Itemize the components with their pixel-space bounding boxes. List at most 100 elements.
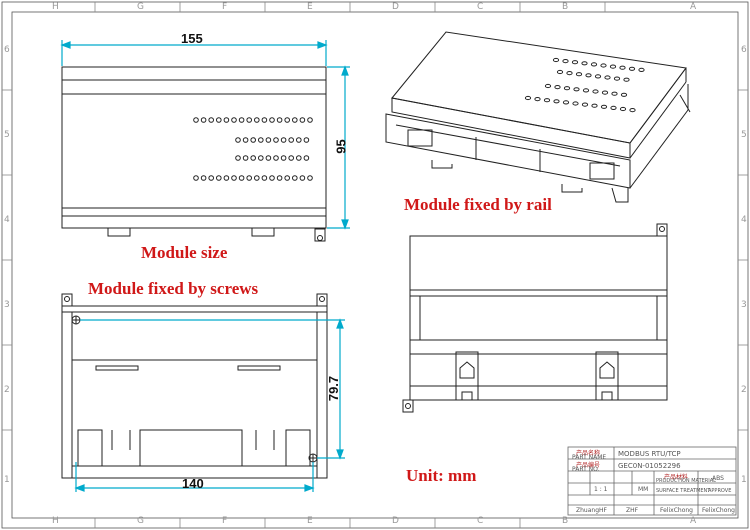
led-hole <box>235 155 241 161</box>
iso-led-hole <box>563 86 571 91</box>
tb-check: FelixChong <box>660 507 693 514</box>
iso-led-hole <box>600 63 607 68</box>
iso-led-hole <box>638 67 645 73</box>
led-hole <box>303 137 310 143</box>
dimension-79-7: 79.7 <box>326 375 342 402</box>
caption-module-size: Module size <box>141 243 228 262</box>
grid-label-row: 4 <box>741 215 747 225</box>
led-hole <box>276 175 283 181</box>
grid-label-col: C <box>477 2 484 12</box>
iso-led-hole <box>619 65 626 70</box>
led-hole <box>280 137 287 143</box>
grid-label-col: D <box>392 2 399 12</box>
caption-fixed-by-rail: Module fixed by rail <box>404 195 552 214</box>
grid-label-row: 1 <box>4 475 10 485</box>
led-hole <box>261 175 268 181</box>
led-indicator-grid <box>193 117 313 181</box>
iso-led-hole <box>552 57 560 63</box>
led-hole <box>238 175 245 181</box>
grid-label-col: C <box>477 516 484 526</box>
led-hole <box>216 117 222 123</box>
led-hole <box>292 175 298 181</box>
grid-label-col: D <box>392 516 399 526</box>
iso-led-hole <box>610 105 617 111</box>
led-hole <box>284 117 291 123</box>
iso-led-hole <box>592 89 599 94</box>
iso-led-hole <box>556 69 564 75</box>
iso-led-hole <box>604 75 611 80</box>
grid-label-row: 3 <box>4 300 10 310</box>
led-hole <box>242 137 249 143</box>
led-hole <box>261 117 268 123</box>
grid-label-col: G <box>137 516 144 526</box>
led-hole <box>280 155 287 161</box>
dimension-95: 95 <box>333 139 349 154</box>
iso-led-hole <box>591 103 598 108</box>
iso-led-hole <box>600 104 608 109</box>
grid-label-row: 5 <box>741 130 747 140</box>
iso-led-hole <box>623 77 630 82</box>
led-hole <box>235 137 241 143</box>
iso-led-hole <box>620 92 628 97</box>
dimension-155: 155 <box>181 31 203 46</box>
iso-led-hole <box>524 95 532 101</box>
grid-label-col: A <box>690 516 697 526</box>
iso-led-grid <box>524 57 645 113</box>
iso-led-hole <box>601 90 609 95</box>
iso-led-hole <box>590 62 598 67</box>
led-hole <box>307 117 313 123</box>
front-view <box>61 66 327 242</box>
led-hole <box>200 117 207 123</box>
grid-label-col: E <box>307 516 313 526</box>
grid-label-col: E <box>307 2 313 12</box>
tb-approve-sub: APPROVE <box>708 488 732 494</box>
iso-led-hole <box>585 73 592 78</box>
tb-material: ABS <box>712 475 724 482</box>
led-hole <box>250 137 256 143</box>
led-hole <box>216 175 222 181</box>
tb-approve: FelixChong <box>702 507 735 514</box>
tb-part-name-label: 产品名称 <box>576 450 601 457</box>
iso-led-hole <box>582 88 590 93</box>
tb-material-label: 产品材料 <box>664 474 689 481</box>
grid-label-row: 4 <box>4 215 10 225</box>
grid-label-row: 2 <box>741 385 747 395</box>
led-hole <box>223 117 230 123</box>
led-hole <box>288 137 295 143</box>
tb-part-no-label: 产品编号 <box>576 462 601 469</box>
screw-dimensions <box>74 318 345 492</box>
iso-led-hole <box>619 106 627 112</box>
caption-unit: Unit: mm <box>406 466 477 485</box>
iso-led-hole <box>609 64 617 69</box>
grid-label-row: 2 <box>4 385 10 395</box>
led-hole <box>208 175 214 181</box>
iso-led-hole <box>544 83 552 89</box>
iso-led-hole <box>571 60 579 65</box>
led-hole <box>223 175 230 181</box>
iso-led-hole <box>534 97 541 102</box>
iso-led-hole <box>629 108 636 113</box>
front-dimensions <box>60 40 350 230</box>
grid-label-col: F <box>222 2 228 12</box>
led-hole <box>208 117 214 123</box>
iso-led-hole <box>554 85 561 90</box>
tb-surface-sub: SURFACE TREATMENT <box>656 488 711 494</box>
tb-material-sub: PRODUCTION MATERIAL <box>656 478 716 484</box>
led-hole <box>242 155 249 161</box>
iso-led-hole <box>553 99 560 104</box>
led-hole <box>299 117 306 123</box>
grid-label-col: B <box>562 516 569 526</box>
led-hole <box>288 155 295 161</box>
caption-fixed-by-screws: Module fixed by screws <box>88 279 259 298</box>
led-hole <box>269 175 275 181</box>
grid-label-col: B <box>562 2 569 12</box>
led-hole <box>246 175 252 181</box>
isometric-view <box>385 31 691 203</box>
led-hole <box>292 117 298 123</box>
led-hole <box>258 155 264 161</box>
led-hole <box>299 175 306 181</box>
led-hole <box>200 175 207 181</box>
grid-label-col: H <box>52 516 59 526</box>
dimension-140: 140 <box>182 476 204 491</box>
